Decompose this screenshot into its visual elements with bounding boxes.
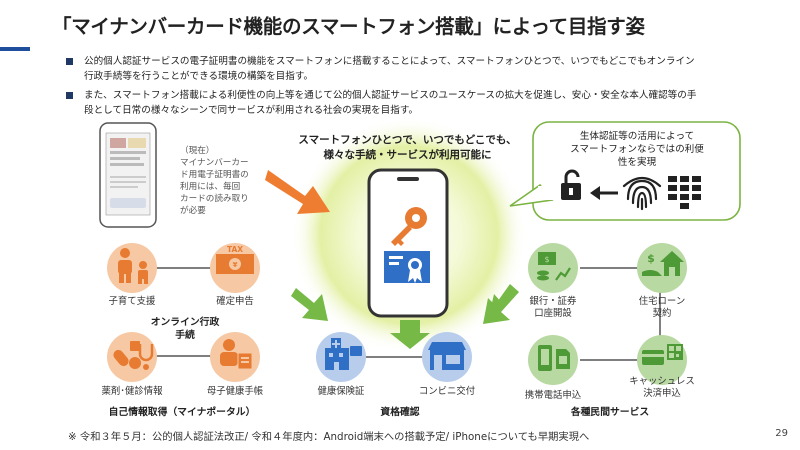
- page-number: 29: [775, 428, 788, 439]
- mobile-application-label: 携帯電話申込: [511, 390, 595, 402]
- convenience-store-circle: [422, 332, 472, 382]
- tax-return-label: 確定申告: [216, 296, 254, 307]
- note-line: マイナンバーカー: [180, 158, 249, 168]
- group-label-line: 手続: [175, 330, 195, 341]
- label-line: 契約: [652, 308, 672, 319]
- accent-bar: [0, 47, 30, 51]
- mobile-sim-icon: [538, 345, 570, 371]
- bullet-list: 公的個人認証サービスの電子証明書の機能をスマートフォンに搭載することによって、ス…: [66, 54, 781, 122]
- center-caption-line: 様々な手続・サービスが利用可能に: [323, 149, 492, 161]
- biometric-line: スマートフォンならではの利便: [570, 144, 704, 155]
- center-caption-line: スマートフォンひとつで、いつでもどこでも、: [298, 134, 517, 146]
- unlock-icon: [561, 169, 581, 200]
- medicine-info-circle: [107, 332, 157, 382]
- childcare-support-label: 子育て支援: [108, 296, 156, 307]
- note-line: が必要: [180, 206, 206, 216]
- svg-text:$: $: [647, 252, 655, 265]
- health-insurance-label: 健康保険証: [317, 386, 365, 397]
- key-icon: [391, 207, 427, 246]
- label-line: 銀行・証券: [529, 296, 577, 307]
- certificate-icon: [384, 251, 430, 283]
- bank-account-label: 銀行・証券 口座開設: [516, 296, 590, 320]
- online-procedures-group-label: オンライン行政 手続: [140, 316, 230, 342]
- current-phone-thumbnail: [99, 122, 157, 228]
- keypad-icon: [668, 176, 701, 209]
- note-line: カードの読み取り: [180, 194, 249, 204]
- label-line: 口座開設: [534, 308, 572, 319]
- cashless-payment-circle: [637, 335, 687, 385]
- group-label-line: オンライン行政: [150, 317, 220, 328]
- connector-lines: [146, 267, 661, 361]
- mother-child-icon: [220, 339, 253, 370]
- hospital-icon: [325, 338, 362, 370]
- tax-return-circle: ¥: [210, 243, 260, 293]
- mobile-application-circle: [528, 335, 578, 385]
- cashless-payment-label: キャッシュレス 決済申込: [620, 376, 704, 400]
- label-line: キャッシュレス: [629, 376, 695, 387]
- portal-group-label: 自己情報取得（マイナポータル）: [108, 407, 256, 418]
- label-line: 決済申込: [643, 388, 681, 399]
- footnote: ※ 令和３年５月：公的個人認証法改正/ 令和４年度内：Android端末への搭載…: [68, 431, 590, 443]
- medicine-info-label: 薬剤･健診情報: [101, 386, 163, 397]
- bullet-text: また、スマートフォン搭載による利便性の向上等を通じて公的個人認証サービスのユース…: [84, 90, 697, 101]
- slide-title: 「マイナンバーカード機能のスマートフォン搭載」によって目指す姿: [52, 15, 645, 38]
- store-icon: [428, 342, 466, 370]
- bullet-item: 公的個人認証サービスの電子証明書の機能をスマートフォンに搭載することによって、ス…: [66, 54, 781, 84]
- housing-loan-label: 住宅ローン 契約: [625, 296, 699, 320]
- childcare-support-circle: [107, 243, 157, 293]
- house-loan-icon: $: [642, 251, 684, 276]
- bullet-text: 公的個人認証サービスの電子証明書の機能をスマートフォンに搭載することによって、ス…: [84, 56, 695, 67]
- note-line: 利用には、毎回: [180, 182, 241, 192]
- bank-account-circle: $: [528, 243, 578, 293]
- housing-loan-circle: $: [637, 243, 687, 293]
- biometric-line: 生体認証等の活用によって: [579, 131, 695, 142]
- qualification-group-label: 資格確認: [380, 407, 420, 418]
- svg-text:$: $: [544, 255, 549, 264]
- mother-child-handbook-label: 母子健康手帳: [206, 386, 264, 397]
- svg-text:¥: ¥: [233, 261, 238, 269]
- note-line: ド用電子証明書の: [180, 170, 249, 180]
- cashless-icon: [642, 344, 683, 365]
- note-line: （現在）: [180, 146, 215, 156]
- arrow-left-icon: [590, 186, 618, 200]
- center-smartphone: [367, 168, 449, 318]
- center-caption: スマートフォンひとつで、いつでもどこでも、 様々な手続・サービスが利用可能に: [280, 133, 535, 163]
- private-services-group-label: 各種民間サービス: [570, 407, 650, 418]
- biometric-line: 性を実現: [617, 157, 657, 168]
- health-insurance-circle: [316, 332, 366, 382]
- tax-icon: ¥: [216, 254, 254, 274]
- label-line: 携帯電話申込: [524, 390, 582, 401]
- bullet-text: 行政手続等を行うことができる環境の構築を目指す。: [84, 71, 314, 82]
- tax-badge: TAX: [227, 245, 243, 254]
- arrow-to-center-icon: [265, 170, 330, 214]
- bullet-square-icon: [66, 58, 73, 65]
- bullet-item: また、スマートフォン搭載による利便性の向上等を通じて公的個人認証サービスのユース…: [66, 88, 781, 118]
- family-icon: [118, 248, 148, 284]
- biometric-text: 生体認証等の活用によって スマートフォンならではの利便 性を実現: [547, 130, 727, 169]
- bullet-text: 段として日常の様々なシーンで同サービスが利用される社会の実現を目指す。: [84, 105, 419, 116]
- medicine-icon: [113, 341, 154, 370]
- label-line: 住宅ローン: [638, 296, 686, 307]
- fingerprint-icon: [622, 176, 662, 211]
- bullet-square-icon: [66, 92, 73, 99]
- convenience-store-label: コンビニ交付: [418, 386, 476, 397]
- current-status-note: （現在） マイナンバーカー ド用電子証明書の 利用には、毎回 カードの読み取り …: [180, 145, 280, 217]
- mother-child-handbook-circle: [210, 332, 260, 382]
- bank-icon: $: [537, 252, 571, 281]
